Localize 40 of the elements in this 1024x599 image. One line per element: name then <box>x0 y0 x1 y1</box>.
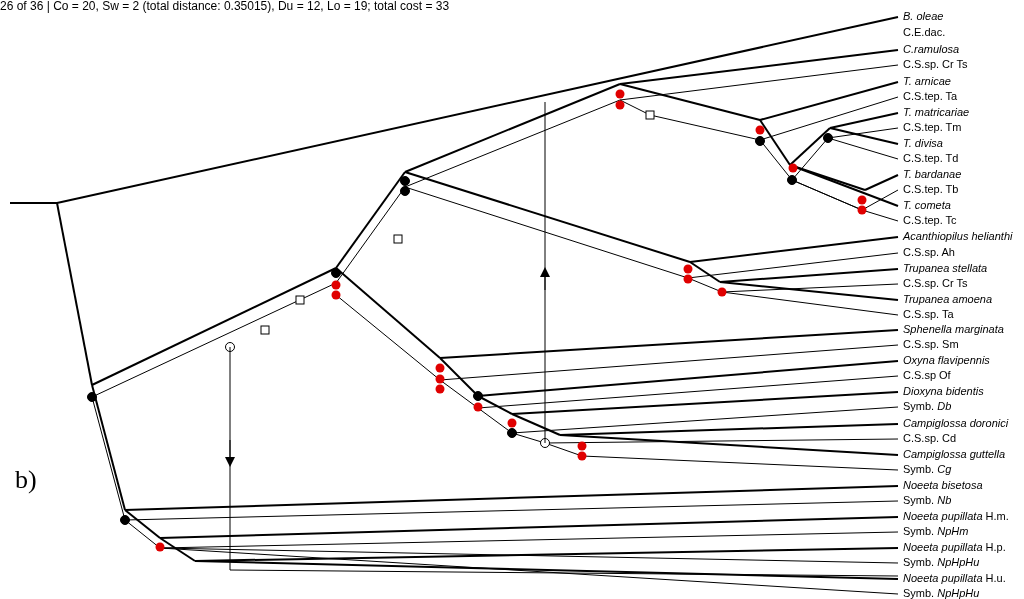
host-taxon-label: T. cometa <box>903 199 951 212</box>
host-taxon-label: T. arnicae <box>903 75 951 88</box>
host-taxon-label: Dioxyna bidentis <box>903 385 984 398</box>
host-taxon-label: B. oleae <box>903 10 944 23</box>
symbiont-taxon-label: Symb. Cg <box>903 463 952 476</box>
host-taxon-label: Trupanea stellata <box>903 262 988 275</box>
symbiont-taxon-label: C.S.tep. Td <box>903 152 959 165</box>
symbiont-taxon-label: Symb. Nb <box>903 494 952 507</box>
symbiont-taxon-label: C.S.sp. Sm <box>903 338 959 351</box>
host-taxon-label: Noeeta pupillata H.u. <box>903 572 1006 585</box>
host-taxon-label: T. divisa <box>903 137 943 150</box>
symbiont-taxon-label: C.S.tep. Tc <box>903 214 957 227</box>
host-taxon-label: T. matricariae <box>903 106 970 119</box>
host-taxon-label: Campiglossa guttella <box>903 448 1006 461</box>
host-taxon-label: Oxyna flavipennis <box>903 354 990 367</box>
symbiont-taxon-label: Symb. NpHpHu <box>903 556 980 569</box>
host-taxon-label: Noeeta pupillata H.m. <box>903 510 1009 523</box>
symbiont-taxon-label: C.S.sp. Cd <box>903 432 957 445</box>
symbiont-taxon-label: C.S.sp. Cr Ts <box>903 277 968 290</box>
panel-letter: b) <box>15 465 37 495</box>
symbiont-taxon-label: C.S.sp. Ta <box>903 308 954 321</box>
host-taxon-label: T. bardanae <box>903 168 962 181</box>
symbiont-taxon-label: C.S.tep. Tm <box>903 121 962 134</box>
symbiont-taxon-label: C.S.sp Of <box>903 369 951 382</box>
host-taxon-label: Noeeta bisetosa <box>903 479 983 492</box>
host-taxon-label: Noeeta pupillata H.p. <box>903 541 1006 554</box>
host-taxon-label: Campiglossa doronici <box>903 417 1009 430</box>
symbiont-taxon-label: C.S.tep. Tb <box>903 183 959 196</box>
symbiont-taxon-label: Symb. NpHpHu <box>903 587 980 599</box>
symbiont-taxon-label: C.S.sp. Cr Ts <box>903 58 968 71</box>
host-taxon-label: C.ramulosa <box>903 43 960 56</box>
symbiont-taxon-label: Symb. NpHm <box>903 525 969 538</box>
symbiont-taxon-label: C.E.dac. <box>903 26 946 39</box>
symbiont-taxon-label: C.S.sp. Ah <box>903 246 955 259</box>
host-taxon-label: Trupanea amoena <box>903 293 993 306</box>
status-text: 26 of 36 | Co = 20, Sw = 2 (total distance: 0.35015), Du = 12, Lo = 19; total cost = 33 <box>0 0 450 13</box>
host-taxon-label: Sphenella marginata <box>903 323 1004 336</box>
symbiont-taxon-label: C.S.tep. Ta <box>903 90 958 103</box>
host-taxon-label: Acanthiopilus helianthi <box>903 230 1013 243</box>
symbiont-taxon-label: Symb. Db <box>903 400 952 413</box>
